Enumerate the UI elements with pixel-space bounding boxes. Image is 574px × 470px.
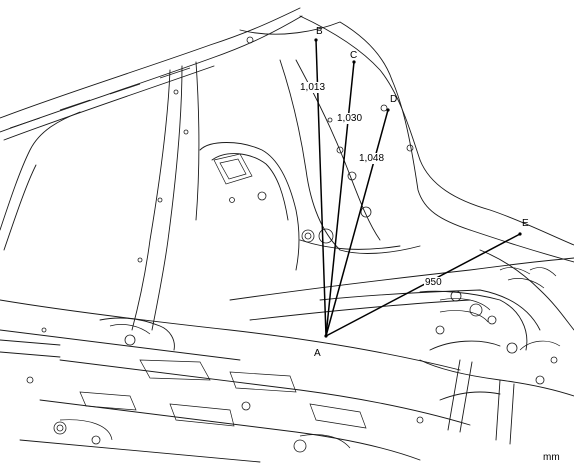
dimension-label-background <box>424 277 444 288</box>
dimension-label-a-b: 1,013 <box>300 82 325 93</box>
dimension-label-a-e: 950 <box>425 277 442 288</box>
measurement-line-a-e <box>325 233 521 337</box>
measurement-labels: 1,013 1,030 1,048 950 <box>299 82 444 288</box>
point-marker-a <box>324 334 328 338</box>
point-label-d: D <box>390 94 397 105</box>
dimension-label-background <box>358 153 386 164</box>
dimension-label-background <box>299 82 327 93</box>
point-marker-c <box>352 60 356 64</box>
dimension-label-a-d: 1,048 <box>359 153 384 164</box>
body-hole-details <box>26 36 558 453</box>
dimension-label-background <box>336 113 364 124</box>
measurement-line-a-d <box>325 109 389 337</box>
point-labels: A B C D E <box>314 26 529 359</box>
point-marker-e <box>518 232 522 236</box>
point-marker-b <box>314 38 318 42</box>
point-marker-d <box>386 108 390 112</box>
unit-label: mm <box>543 452 560 463</box>
measurement-line-a-c <box>325 61 355 337</box>
point-label-c: C <box>350 50 357 61</box>
body-outline <box>0 7 574 463</box>
dimension-label-a-c: 1,030 <box>337 113 362 124</box>
point-label-a: A <box>314 348 321 359</box>
point-label-b: B <box>316 26 323 37</box>
point-label-e: E <box>522 218 529 229</box>
